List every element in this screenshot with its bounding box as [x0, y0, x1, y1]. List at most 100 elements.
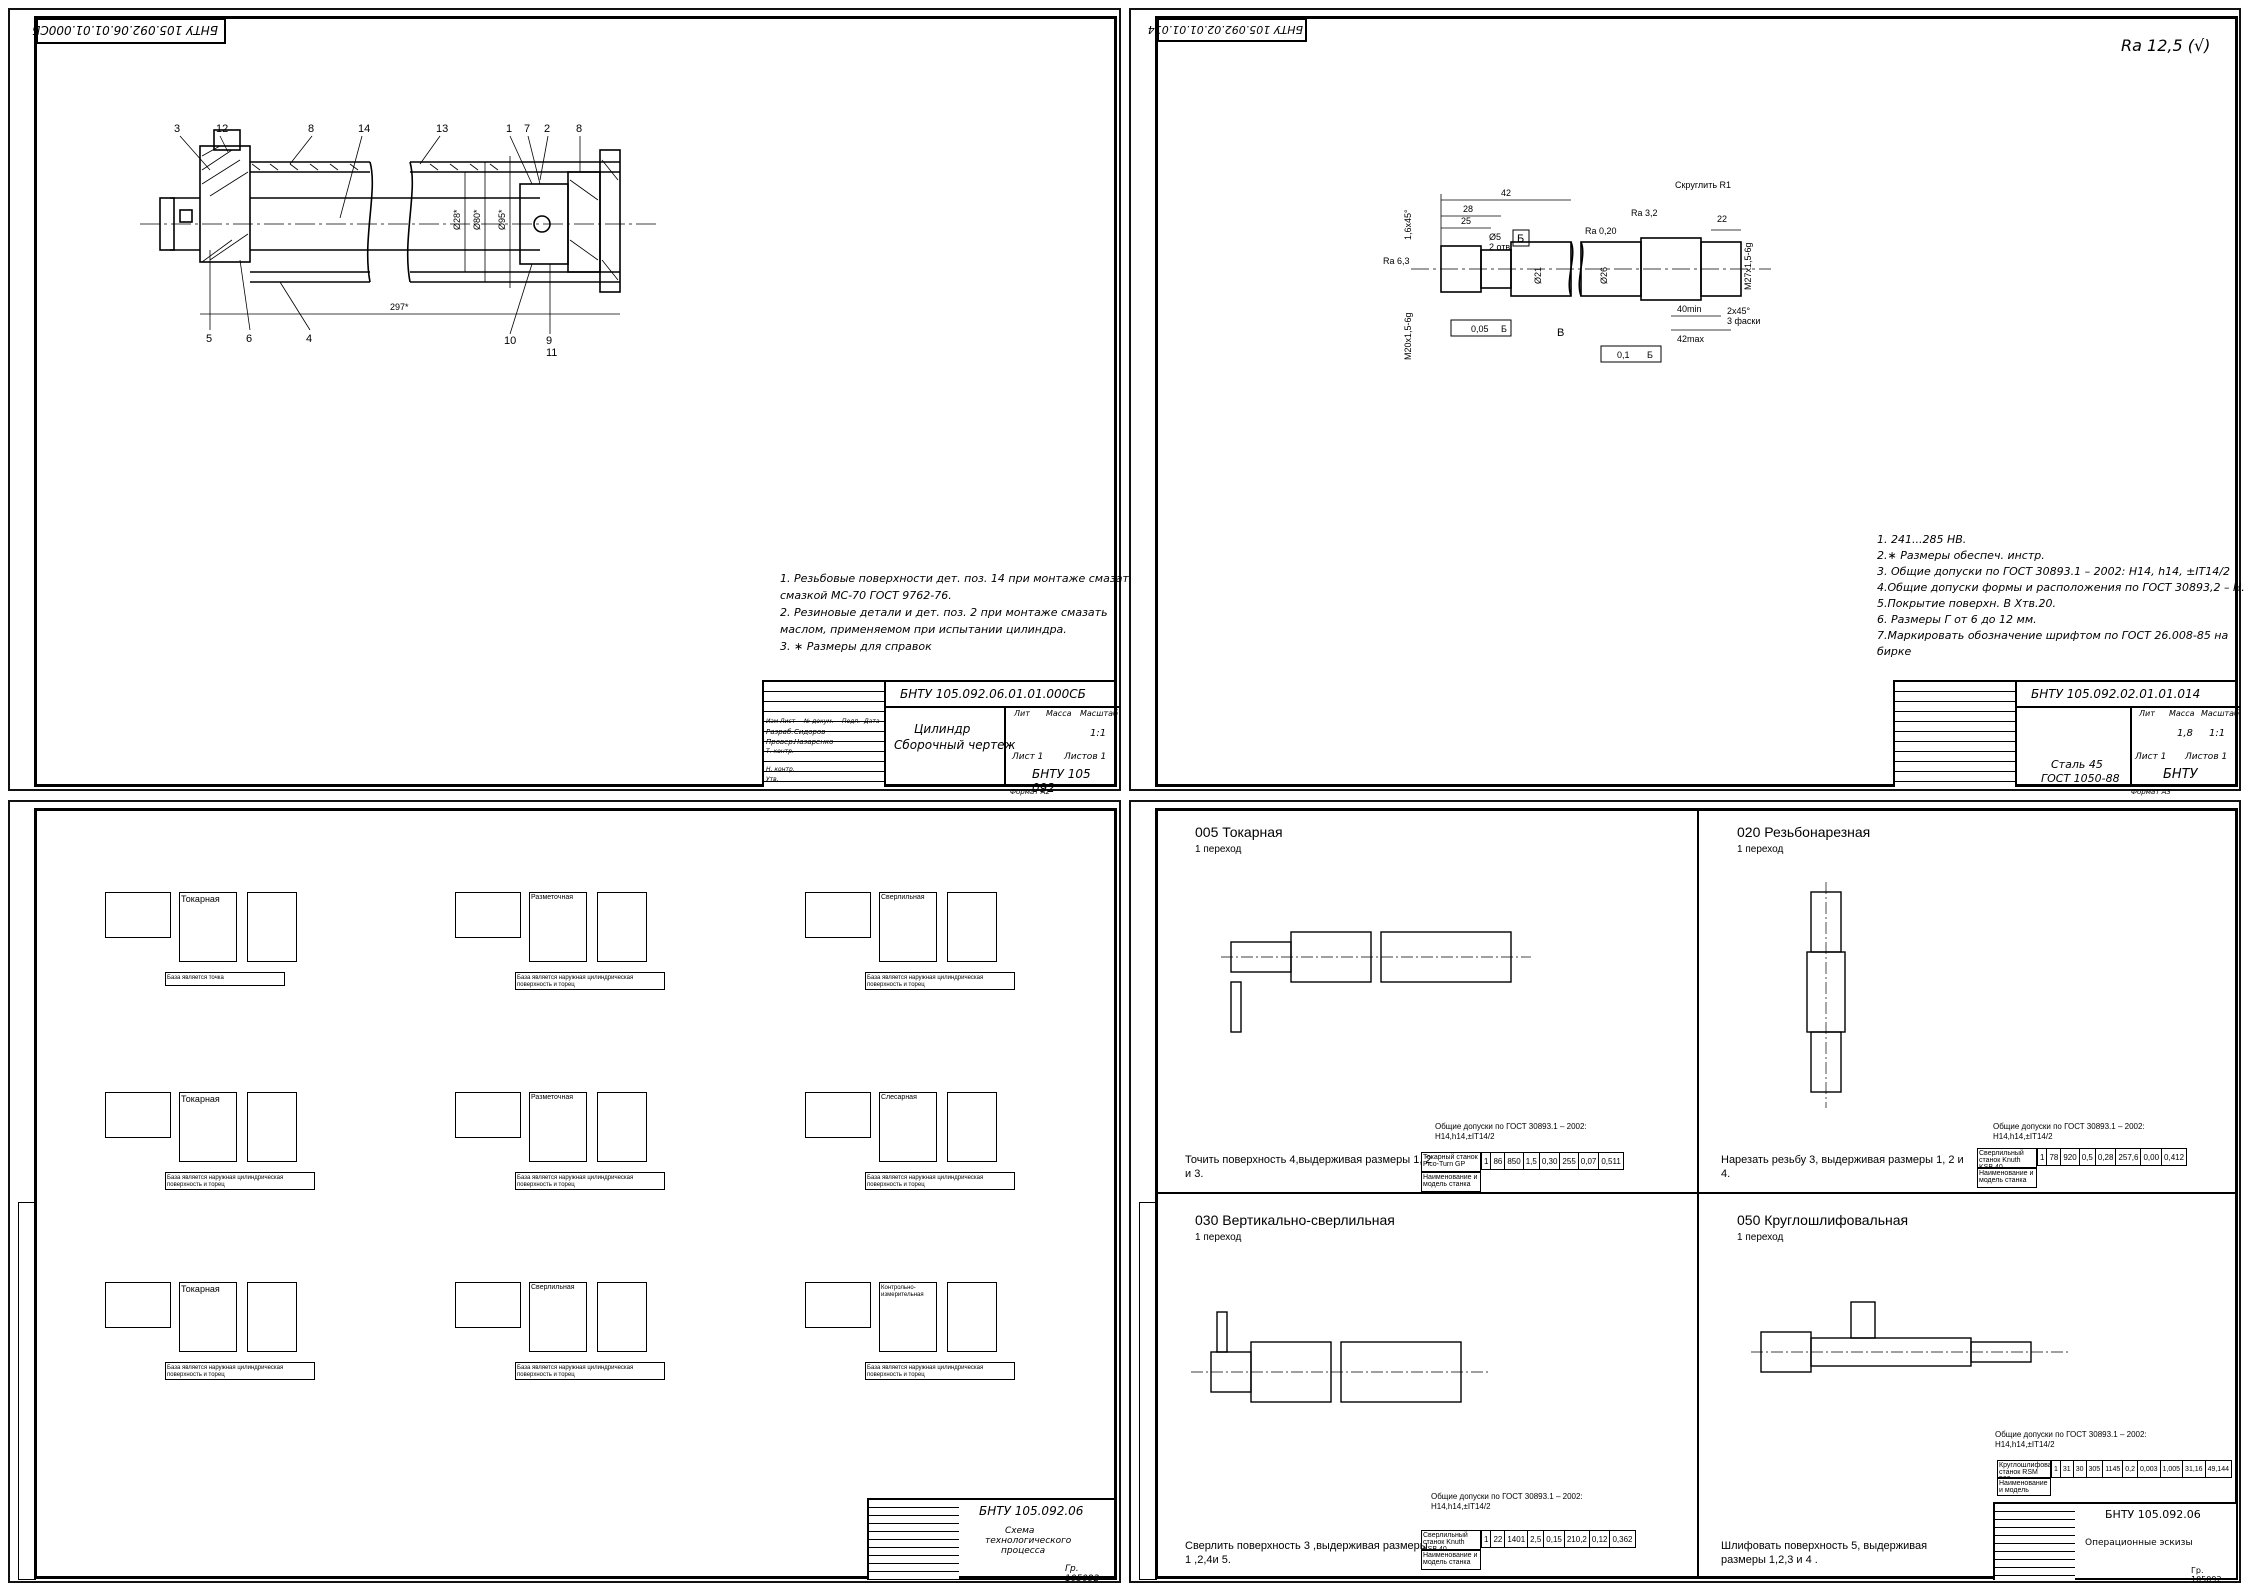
op-name: Сверлильная — [881, 894, 925, 901]
tb-code: БНТУ 105.092.02.01.01.014 — [2031, 687, 2201, 701]
machine-row-label: Наименование и модель станка — [1997, 1478, 2051, 1496]
tb-row-utv: Утв. — [766, 776, 779, 783]
mode-val: 255 — [1559, 1152, 1579, 1170]
op-block: Контрольно-измерительная База является н… — [805, 1282, 1065, 1392]
mode-val: 0,003 — [2136, 1460, 2161, 1478]
mode-val: 1145 — [2102, 1460, 2124, 1478]
op-base: База является точка — [167, 975, 224, 981]
mode-val: 1,005 — [2159, 1460, 2184, 1478]
op-tol: H14,h14,±IT14/2 — [1431, 1502, 1491, 1511]
tb-row-author: Сидоров — [794, 728, 826, 736]
tb-row-doc: № докум. — [804, 718, 834, 725]
note-line: 4.Общие допуски формы и расположения по … — [1877, 581, 2245, 594]
mode-val: 0,2 — [2122, 1460, 2138, 1478]
mode-val: 0,30 — [1538, 1152, 1561, 1170]
machine-name: Сверлильный станок Knuth KSB 40 — [1423, 1532, 1468, 1550]
top-stamp-text: БНТУ 105.092.06.01.01.000СБ — [32, 23, 218, 37]
tb-name3: процесса — [1001, 1546, 1046, 1556]
op-sub: 1 переход — [1737, 844, 1784, 855]
machine-row-label: Наименование и модель станка — [1421, 1172, 1481, 1192]
svg-text:М20х1,5-6g: М20х1,5-6g — [1403, 312, 1413, 360]
op-name: Сверлильная — [531, 1284, 575, 1291]
dim-d95: Ø95* — [497, 209, 507, 230]
note-line: 3. Общие допуски по ГОСТ 30893.1 – 2002:… — [1877, 565, 2230, 578]
note-line: 5.Покрытие поверхн. В Хтв.20. — [1877, 597, 2056, 610]
tb-row-list: Лист — [780, 718, 796, 725]
tb-mass-h: Масса — [2169, 709, 2195, 718]
tb-sheet: Лист 1 — [2135, 752, 2167, 762]
op-sub: 1 переход — [1737, 1232, 1784, 1243]
svg-text:40min: 40min — [1677, 304, 1702, 314]
callout-8b: 8 — [576, 123, 582, 135]
format-label: Формат А2 — [1010, 788, 1050, 796]
tb-name1: Схема — [1005, 1526, 1035, 1536]
row-name: Наименование и модель станка — [1423, 1174, 1478, 1188]
tb-row-tkontr: Т. контр. — [766, 748, 794, 755]
tb-org: БНТУ — [2163, 767, 2198, 782]
svg-text:1,6х45°: 1,6х45° — [1403, 209, 1413, 240]
svg-text:0,05: 0,05 — [1471, 324, 1489, 334]
cylinder-assembly-drawing: 3 12 8 14 13 1 7 2 8 5 6 4 10 9 11 Ø28* … — [140, 123, 660, 359]
op-tol: H14,h14,±IT14/2 — [1435, 1132, 1495, 1141]
tb-org: Гр. 105092 — [1065, 1564, 1100, 1584]
mode-val: 49,144 — [2204, 1460, 2233, 1478]
tb-row-checker: Назаренко — [794, 738, 834, 746]
op-name: Токарная — [181, 1284, 220, 1294]
svg-text:25: 25 — [1461, 216, 1471, 226]
op-tol: H14,h14,±IT14/2 — [1993, 1132, 2053, 1141]
tb-material2: ГОСТ 1050-88 — [2041, 772, 2120, 785]
mode-val: 22 — [1490, 1530, 1506, 1548]
mode-val: 920 — [2060, 1148, 2080, 1166]
note-line: 3. ∗ Размеры для справок — [780, 640, 932, 653]
op-title: 030 Вертикально-сверлильная — [1195, 1212, 1395, 1228]
callout-13: 13 — [436, 123, 448, 135]
top-stamp: БНТУ 105.092.06.01.01.000СБ — [32, 18, 226, 44]
machine-label: Токарный станок Pico-Turn GP — [1421, 1152, 1481, 1172]
op-desc: Сверлить поверхность 3 ,выдерживая разме… — [1185, 1540, 1428, 1552]
tb-sheets: Листов 1 — [2185, 752, 2228, 762]
title-block: БНТУ 105.092.02.01.01.014 Лит Масса Масш… — [1893, 680, 2240, 787]
title-block: БНТУ 105.092.06 Схема технологического п… — [867, 1498, 1117, 1584]
note-line: смазкой МС-70 ГОСТ 9762-76. — [780, 589, 952, 602]
sheet-operation-sketches: 005 Токарная 1 переход Общие допуски по … — [1129, 800, 2241, 1584]
mode-val: 1 — [2036, 1148, 2048, 1166]
tb-sheets: Листов 1 — [1064, 752, 1107, 762]
mode-val: 210,2 — [1563, 1530, 1590, 1548]
sheet-assembly: БНТУ 105.092.06.01.01.000СБ — [8, 8, 1135, 796]
tb-material1: Сталь 45 — [2051, 758, 2103, 771]
machine-name: Токарный станок Pico-Turn GP — [1423, 1154, 1478, 1168]
top-stamp: БНТУ 105.092.02.01.01.014 — [1147, 18, 1307, 42]
drawing-frame — [34, 808, 1117, 1579]
machine-label: Сверлильный станок Knuth KSB 40 — [1421, 1530, 1481, 1550]
svg-text:Ø26: Ø26 — [1599, 267, 1609, 284]
svg-text:42max: 42max — [1677, 334, 1705, 344]
machine-name: Сверлильный станок Knuth KSB 40 — [1979, 1150, 2024, 1168]
op-desc: размеры 1,2,3 и 4 . — [1721, 1554, 1818, 1566]
mode-val: 0,15 — [1543, 1530, 1565, 1548]
tb-name2: Сборочный чертеж — [894, 738, 1016, 752]
mode-val: 31,16 — [2182, 1460, 2206, 1478]
tb-mass: 1,8 — [2177, 728, 2193, 739]
note-line: 2.∗ Размеры обеспеч. инстр. — [1877, 549, 2045, 562]
op-desc: Нарезать резьбу 3, выдерживая размеры 1,… — [1721, 1154, 1964, 1166]
op-tol: Общие допуски по ГОСТ 30893.1 – 2002: — [1993, 1122, 2145, 1131]
tb-scale-h: Масштаб — [2201, 709, 2240, 718]
svg-text:Ra 6,3: Ra 6,3 — [1383, 256, 1410, 266]
tb-row-prov: Провер. — [766, 738, 796, 746]
turning-sketch — [1221, 931, 1531, 1033]
mode-val: 86 — [1490, 1152, 1506, 1170]
part-notes: 1. 241...285 НВ. 2.∗ Размеры обеспеч. ин… — [1877, 532, 2245, 660]
tb-row-date: Дата — [864, 718, 880, 725]
op-desc: Точить поверхность 4,выдерживая размеры … — [1185, 1154, 1432, 1166]
svg-text:В: В — [1557, 327, 1564, 339]
top-stamp-text: БНТУ 105.092.02.01.01.014 — [1147, 23, 1303, 36]
mode-val: 1,5 — [1522, 1152, 1540, 1170]
tb-row-izm: Изм — [766, 718, 779, 725]
op-desc: и 3. — [1185, 1168, 1204, 1180]
tb-row-sign: Подп. — [842, 718, 861, 725]
svg-text:2х45°: 2х45° — [1727, 306, 1751, 316]
mode-val: 30 — [2072, 1460, 2087, 1478]
svg-text:Ra 3,2: Ra 3,2 — [1631, 208, 1658, 218]
mode-val: 0,00 — [2140, 1148, 2163, 1166]
row-name: Наименование и модель станка — [1423, 1552, 1478, 1566]
